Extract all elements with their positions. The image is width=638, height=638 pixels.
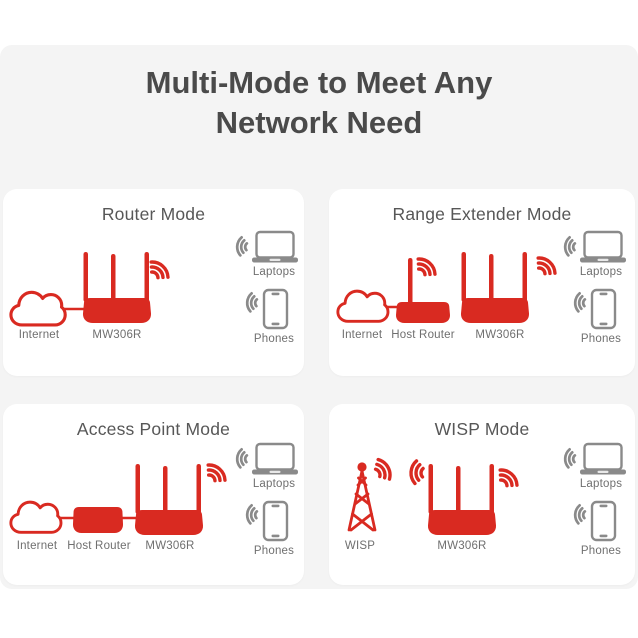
phones-label: Phones bbox=[254, 545, 294, 557]
laptops-label: Laptops bbox=[253, 478, 295, 490]
router-icon bbox=[460, 252, 530, 323]
page-title-line2: Network Need bbox=[215, 105, 423, 140]
laptop-icon bbox=[578, 442, 628, 476]
wifi-waves-icon bbox=[563, 447, 577, 470]
card-access-point-mode: Access Point Mode Internet Host Router M… bbox=[3, 404, 304, 585]
access-point-mode-illustration: Internet Host Router MW306R Laptops Phon… bbox=[9, 442, 300, 557]
laptop-icon bbox=[250, 442, 300, 476]
phone-icon bbox=[590, 500, 617, 542]
device-label: MW306R bbox=[437, 540, 486, 552]
laptops-label: Laptops bbox=[580, 266, 622, 278]
router-icon bbox=[82, 252, 152, 323]
laptops-label: Laptops bbox=[253, 266, 295, 278]
internet-cloud-icon bbox=[9, 290, 67, 327]
wifi-waves-icon bbox=[493, 464, 522, 493]
host-router-label: Host Router bbox=[391, 329, 455, 341]
phone-icon bbox=[262, 500, 289, 542]
host-router-label: Host Router bbox=[67, 540, 131, 552]
internet-cloud-icon bbox=[9, 500, 63, 534]
wifi-waves-icon bbox=[531, 252, 560, 281]
card-title: WISP Mode bbox=[434, 419, 530, 439]
phones-label: Phones bbox=[581, 545, 621, 557]
card-title: Access Point Mode bbox=[76, 419, 231, 439]
wifi-waves-icon bbox=[245, 503, 259, 526]
phone-icon bbox=[590, 288, 617, 330]
wifi-waves-icon bbox=[411, 253, 440, 282]
range-extender-mode-illustration: Internet Host Router MW306R Laptops Phon… bbox=[336, 230, 628, 345]
wifi-waves-icon bbox=[573, 503, 587, 526]
card-range-extender-mode: Range Extender Mode Internet Host Router… bbox=[329, 189, 635, 376]
host-router-icon bbox=[72, 507, 124, 533]
internet-cloud-icon bbox=[336, 289, 390, 323]
page-title: Multi-Mode to Meet Any Network Need bbox=[0, 63, 638, 143]
wisp-mode-illustration: WISP MW306R Laptops Phones bbox=[345, 442, 628, 557]
internet-label: Internet bbox=[17, 540, 58, 552]
card-title: Router Mode bbox=[101, 204, 206, 224]
router-icon bbox=[134, 464, 204, 535]
phone-icon bbox=[262, 288, 289, 330]
router-mode-illustration: Internet MW306R Laptops Phones bbox=[9, 230, 300, 345]
wifi-waves-icon bbox=[201, 459, 230, 488]
wifi-waves-icon bbox=[408, 458, 426, 486]
device-label: MW306R bbox=[475, 329, 524, 341]
wifi-waves-icon bbox=[235, 235, 249, 258]
laptop-icon bbox=[250, 230, 300, 264]
wisp-label: WISP bbox=[345, 540, 375, 552]
wifi-waves-icon bbox=[370, 455, 396, 485]
host-router-icon bbox=[395, 258, 451, 323]
device-label: MW306R bbox=[145, 540, 194, 552]
card-title: Range Extender Mode bbox=[392, 204, 572, 224]
laptop-icon bbox=[578, 230, 628, 264]
wifi-waves-icon bbox=[563, 235, 577, 258]
router-icon bbox=[427, 464, 497, 535]
laptops-label: Laptops bbox=[580, 478, 622, 490]
wifi-waves-icon bbox=[144, 256, 173, 285]
phones-label: Phones bbox=[254, 333, 294, 345]
wifi-waves-icon bbox=[235, 447, 249, 470]
device-label: MW306R bbox=[92, 329, 141, 341]
phones-label: Phones bbox=[581, 333, 621, 345]
internet-label: Internet bbox=[342, 329, 383, 341]
wifi-waves-icon bbox=[245, 291, 259, 314]
wisp-tower-icon bbox=[347, 460, 377, 532]
internet-label: Internet bbox=[19, 329, 60, 341]
card-wisp-mode: WISP Mode WISP MW306R Laptops Phones bbox=[329, 404, 635, 585]
page-title-line1: Multi-Mode to Meet Any bbox=[145, 65, 493, 100]
card-router-mode: Router Mode Internet MW306R Laptops Phon… bbox=[3, 189, 304, 376]
wifi-waves-icon bbox=[573, 291, 587, 314]
